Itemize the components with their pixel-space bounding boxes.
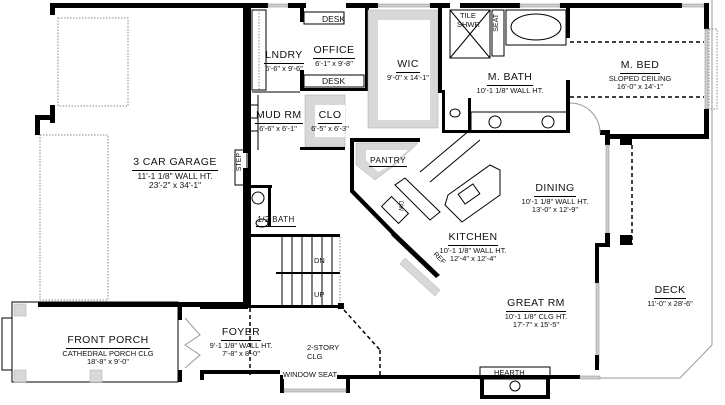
tile-shower-label-2: SHWR <box>457 20 480 29</box>
room-dining: DINING 10'-1 1/8" WALL HT. 13'-0" x 12'-… <box>521 182 589 214</box>
window-seat-label: WINDOW SEAT <box>283 370 338 379</box>
room-master-bath: M. BATH 10'-1 1/8" WALL HT. <box>476 71 544 95</box>
room-master-bed: M. BED SLOPED CEILING 16'-0" x 14'-1" <box>608 59 672 91</box>
room-half-bath: 1/2 BATH <box>256 209 296 228</box>
stair-up-label: UP <box>314 290 325 299</box>
tile-shower-label-1: TILE <box>460 11 476 20</box>
room-garage: 3 CAR GARAGE 11'-1 1/8" WALL HT. 23'-2" … <box>132 156 218 190</box>
room-great-room: GREAT RM 10'-1 1/8" CLG HT. 17'-7" x 15'… <box>504 297 568 329</box>
room-deck: DECK 11'-0" x 28'-6" <box>647 284 693 308</box>
step-label: STEP <box>236 153 243 172</box>
dishwasher-label: DW <box>397 201 403 211</box>
room-mud-room: MUD RM 6'-6" x 6'-1" <box>255 109 303 133</box>
room-closet: CLO 6'-5" x 6'-3" <box>311 109 349 133</box>
garage-top-wall <box>50 3 248 8</box>
desk-top-label: DESK <box>322 14 346 24</box>
room-pantry: PANTRY <box>366 150 410 168</box>
room-laundry: LNDRY 6'-6" x 9'-6" <box>264 49 304 73</box>
stair-down-label: DN <box>314 256 325 265</box>
two-story-label-2: CLG <box>307 352 323 361</box>
room-foyer: FOYER 9'-1 1/8" WALL HT. 7'-8" x 8'-0" <box>209 326 273 358</box>
room-front-porch: FRONT PORCH CATHEDRAL PORCH CLG 18'-8" x… <box>62 334 154 366</box>
room-wic: WIC 9'-0" x 14'-1" <box>387 58 429 82</box>
hearth-label: HEARTH <box>494 368 525 377</box>
seat-label: SEAT <box>493 14 500 32</box>
room-kitchen: KITCHEN 10'-1 1/8" WALL HT. 12'-4" x 12'… <box>439 231 507 263</box>
room-office: OFFICE 6'-1" x 9'-8" <box>312 44 356 68</box>
two-story-label-1: 2-STORY <box>307 343 340 352</box>
room-name: 3 CAR GARAGE <box>132 156 218 171</box>
desk-bottom-label: DESK <box>322 76 346 86</box>
garage-right-wall <box>243 3 248 153</box>
